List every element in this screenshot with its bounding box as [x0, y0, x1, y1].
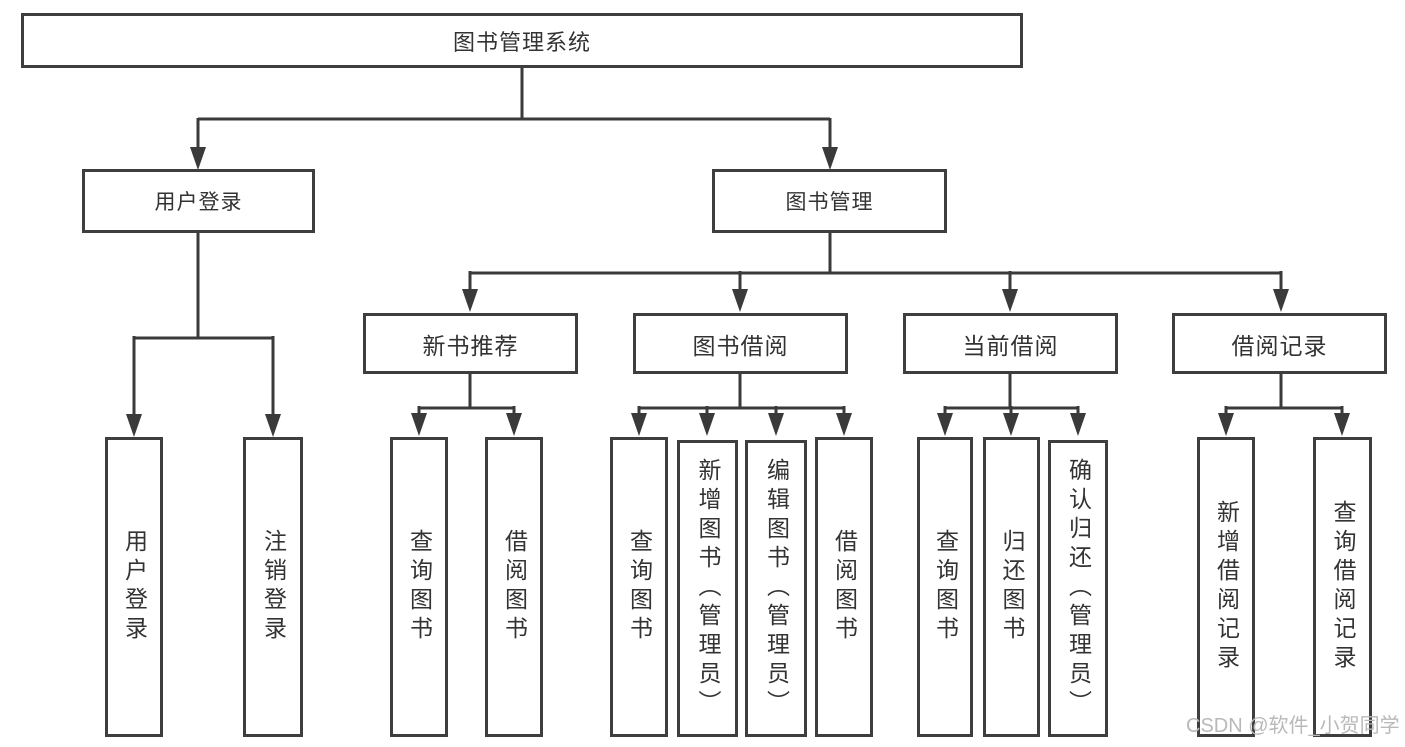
arrow-down-icon	[1070, 413, 1086, 436]
arrow-down-icon	[190, 147, 206, 170]
leaf-br-add-borrow-record: 新增借阅记录	[1197, 437, 1255, 737]
arrow-down-icon	[462, 289, 478, 312]
leaf-cb-confirm-return-admin: 确认归还（管理员）	[1048, 440, 1108, 737]
leaf-nb-query-books: 查询图书	[390, 437, 448, 737]
connector-current-borrowing-to-leaves	[943, 374, 1080, 416]
arrow-down-icon	[1273, 289, 1289, 312]
node-book-management: 图书管理	[712, 169, 947, 233]
leaf-logout: 注销登录	[243, 437, 303, 737]
arrow-down-icon	[506, 413, 522, 436]
node-user-login: 用户登录	[82, 169, 315, 233]
leaf-bb-add-books-admin: 新增图书（管理员）	[677, 440, 738, 737]
arrow-down-icon	[265, 414, 281, 437]
leaf-bb-edit-books-admin: 编辑图书（管理员）	[745, 440, 807, 737]
arrow-down-icon	[1002, 289, 1018, 312]
leaf-bb-borrow-books: 借阅图书	[815, 437, 873, 737]
arrow-down-icon	[732, 289, 748, 312]
arrow-down-icon	[1003, 413, 1019, 436]
arrow-down-icon	[937, 413, 953, 436]
arrow-down-icon	[631, 413, 647, 436]
arrow-down-icon	[699, 413, 715, 436]
arrow-down-icon	[1334, 413, 1350, 436]
leaf-cb-return-books: 归还图书	[983, 437, 1040, 737]
leaf-cb-query-books: 查询图书	[917, 437, 973, 737]
leaf-nb-borrow-books: 借阅图书	[485, 437, 543, 737]
connector-borrow-records-to-leaves	[1224, 374, 1344, 416]
connector-book-management-to-level3	[468, 233, 1283, 292]
node-book-borrowing: 图书借阅	[633, 313, 848, 374]
node-borrow-records: 借阅记录	[1172, 313, 1387, 374]
node-new-book-recommend: 新书推荐	[363, 313, 578, 374]
leaf-br-query-borrow-record: 查询借阅记录	[1313, 437, 1372, 737]
connector-root-to-level2	[196, 68, 832, 150]
csdn-watermark: CSDN @软件_小贺同学	[1186, 715, 1400, 737]
arrow-down-icon	[411, 413, 427, 436]
arrow-down-icon	[768, 413, 784, 436]
arrow-down-icon	[126, 414, 142, 437]
node-root: 图书管理系统	[21, 13, 1023, 68]
leaf-user-login: 用户登录	[105, 437, 163, 737]
arrow-down-icon	[836, 413, 852, 436]
arrow-down-icon	[1218, 413, 1234, 436]
node-current-borrowing: 当前借阅	[903, 313, 1118, 374]
connector-new-book-recommend-to-leaves	[417, 374, 516, 416]
connector-book-borrowing-to-leaves	[637, 374, 846, 416]
arrow-down-icon	[822, 147, 838, 170]
leaf-bb-query-books: 查询图书	[610, 437, 668, 737]
connector-user-login-to-leaves	[132, 233, 275, 417]
